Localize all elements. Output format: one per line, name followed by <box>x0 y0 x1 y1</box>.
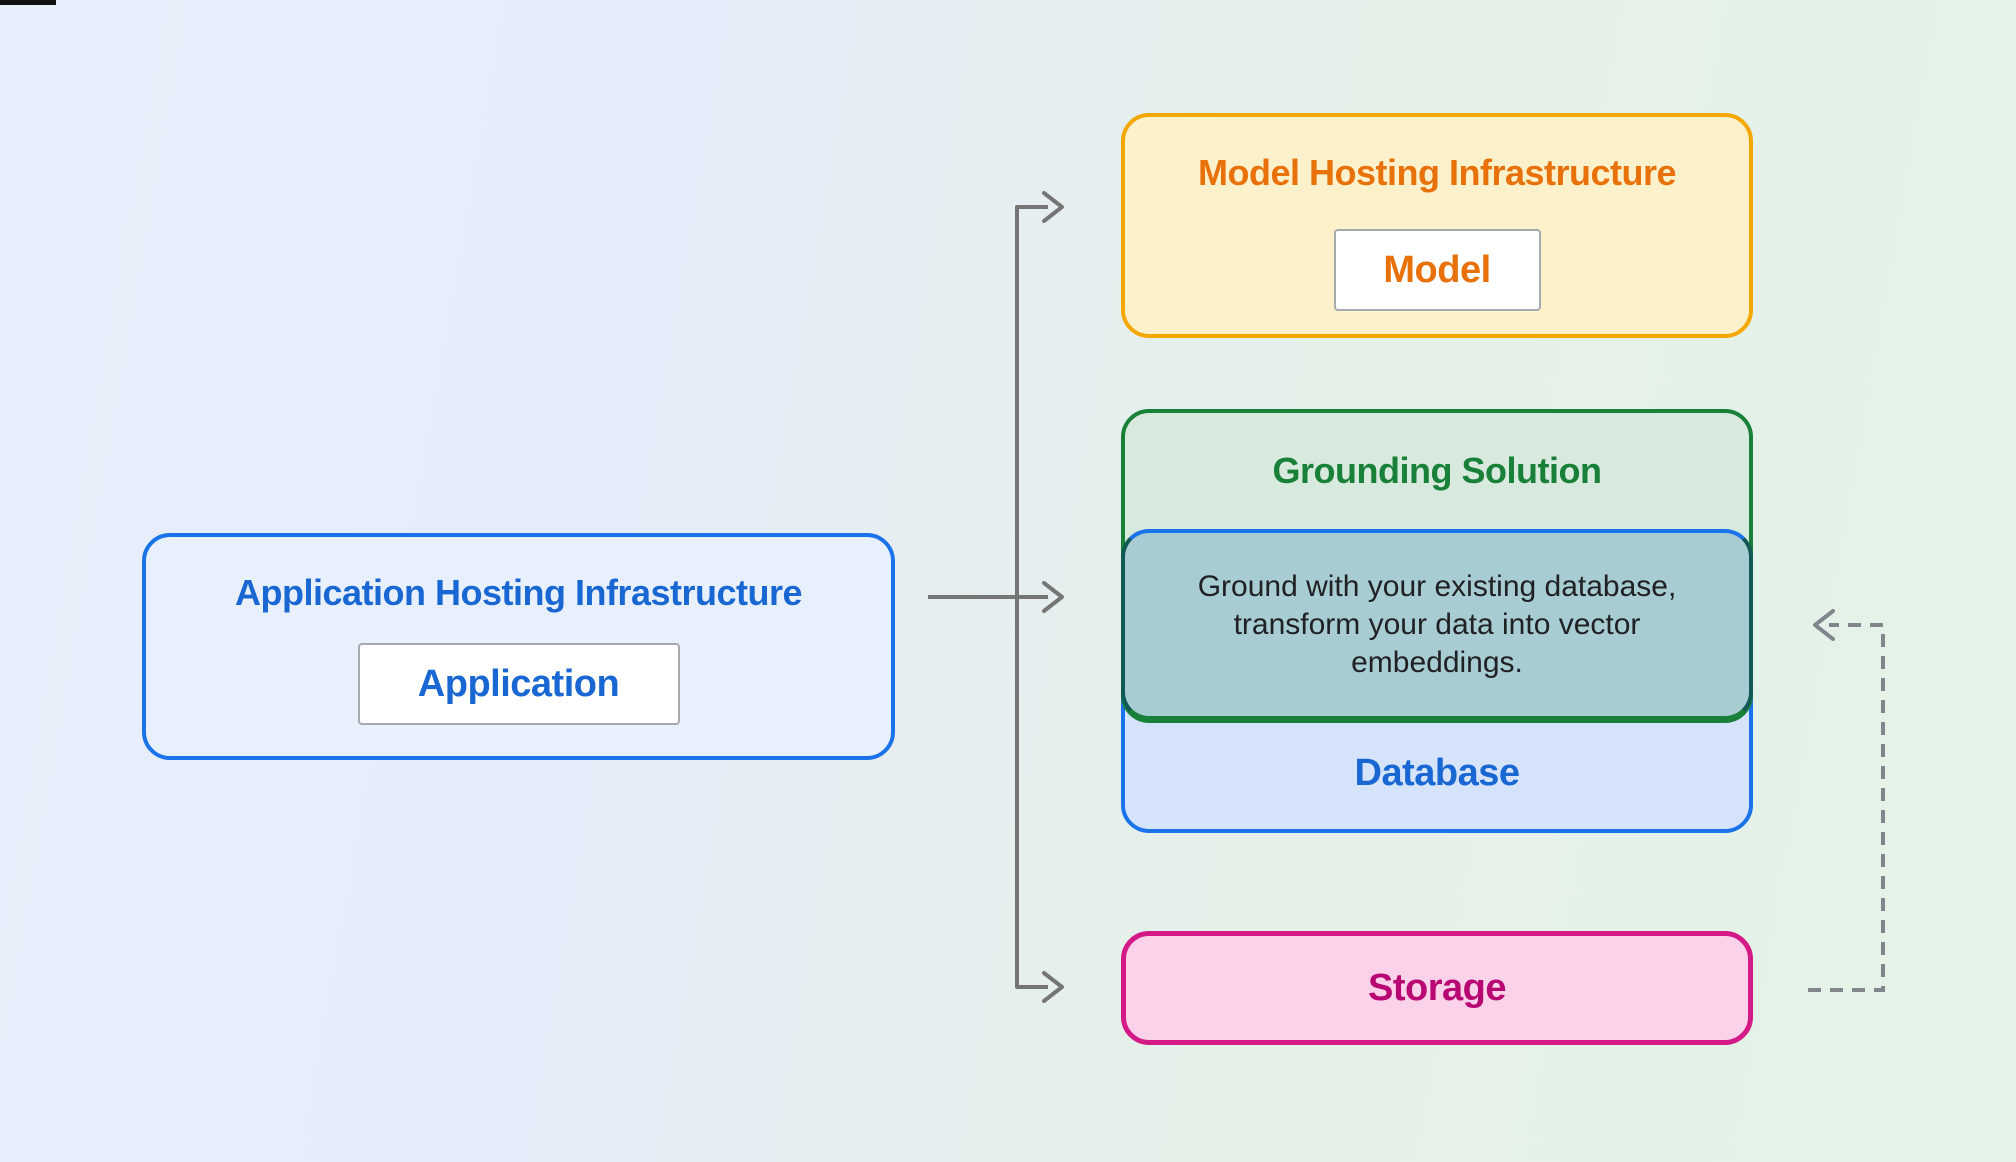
model-chip-label: Model <box>1383 248 1491 291</box>
grounding-solution-title: Grounding Solution <box>1272 450 1602 491</box>
application-chip-label: Application <box>417 662 620 705</box>
solid-connector-lines <box>928 205 1048 989</box>
screenshot-corner-artifact <box>0 0 56 5</box>
dashed-arrowhead-left <box>1813 609 1835 641</box>
solid-arrowheads <box>1042 191 1064 1003</box>
storage-box: Storage <box>1121 931 1753 1045</box>
grounding-description-box: Ground with your existing database, tran… <box>1121 529 1753 720</box>
application-chip: Application <box>357 643 680 725</box>
database-label: Database <box>1354 752 1520 794</box>
dashed-connector-line <box>1808 623 1885 992</box>
model-chip: Model <box>1333 229 1541 311</box>
grounding-description-text: Ground with your existing database, tran… <box>1197 569 1677 679</box>
model-hosting-box: Model Hosting Infrastructure Model <box>1121 113 1753 338</box>
storage-label: Storage <box>1368 966 1506 1009</box>
application-hosting-title: Application Hosting Infrastructure <box>234 572 803 613</box>
application-hosting-box: Application Hosting Infrastructure Appli… <box>142 533 895 760</box>
model-hosting-title: Model Hosting Infrastructure <box>1197 152 1677 193</box>
